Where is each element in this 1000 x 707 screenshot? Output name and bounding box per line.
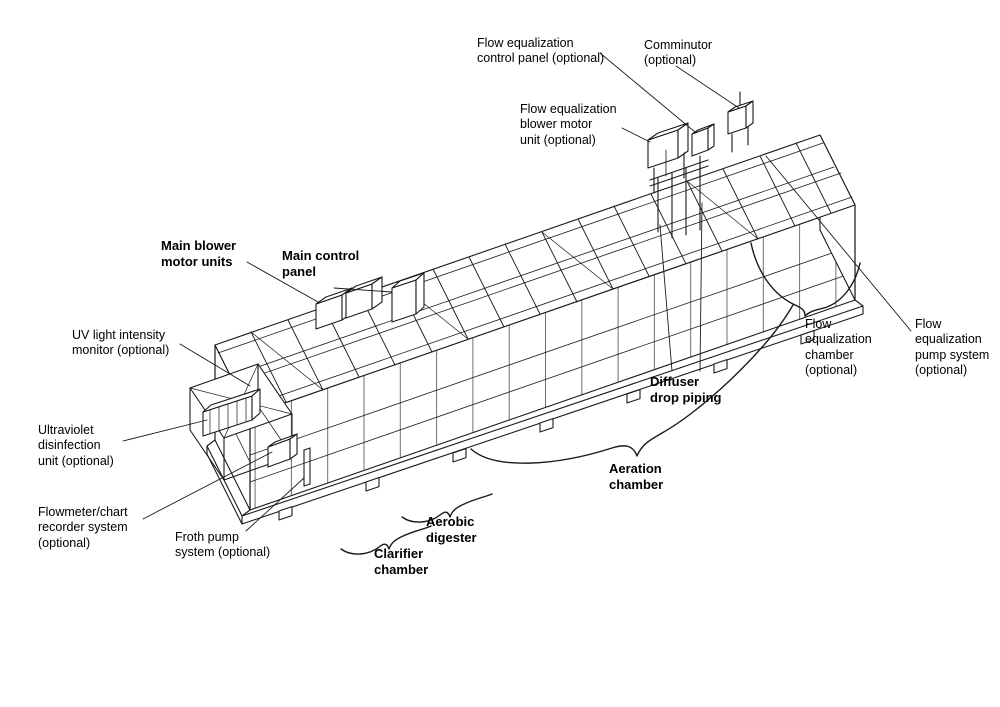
main-control-panel-box [392, 273, 424, 322]
label-clarifier-chamber: Clarifier chamber [374, 546, 429, 577]
label-uv-light-monitor: UV light intensity monitor (optional) [72, 328, 170, 358]
leader-lines [123, 53, 911, 531]
leader-flow-eq-pump [766, 156, 911, 331]
leader-diffuser-2 [700, 203, 702, 371]
label-uv-disinfection: Ultraviolet disinfection unit (optional) [38, 423, 114, 468]
leader-uv-disinfection [123, 420, 207, 441]
leader-flowmeter [143, 452, 272, 519]
flow-eq-blower-unit [648, 123, 688, 193]
leader-main-control-panel [334, 288, 392, 292]
tank-structure [207, 135, 863, 524]
label-aeration-chamber: Aeration chamber [609, 461, 664, 492]
uv-unit [203, 389, 260, 436]
leader-froth-pump [246, 478, 304, 531]
leader-main-blower [247, 262, 318, 302]
flowmeter-recorder-unit [268, 434, 297, 467]
base-skid [207, 300, 863, 524]
label-main-blower-units: Main blower motor units [161, 238, 237, 269]
main-blower-motor-units [316, 277, 382, 329]
chamber-braces [341, 243, 860, 554]
brace-aerobic-digester [402, 494, 492, 522]
leader-uv-monitor [180, 344, 250, 386]
comminutor-unit [728, 92, 753, 152]
label-froth-pump: Froth pump system (optional) [175, 530, 271, 560]
brace-aeration-chamber [471, 305, 793, 463]
label-comminutor: Comminutor (optional) [644, 38, 713, 68]
label-flowmeter-recorder: Flowmeter/chart recorder system (optiona… [38, 505, 128, 550]
label-flow-eq-pump: Flow equalization pump system (optional) [915, 317, 990, 377]
diffuser-drop-piping-assembly [650, 150, 708, 238]
leader-diffuser-1 [660, 225, 672, 371]
leader-flow-eq-blower [622, 128, 650, 142]
brace-clarifier-chamber [341, 526, 431, 554]
top-cross-members [251, 143, 831, 402]
leader-flow-eq-control-panel [600, 53, 695, 132]
label-flow-eq-blower: Flow equalization blower motor unit (opt… [520, 102, 617, 147]
label-main-control-panel: Main control panel [282, 248, 360, 279]
brace-flow-eq-chamber [751, 243, 860, 316]
label-flow-eq-control-panel: Flow equalization control panel (optiona… [477, 36, 605, 66]
froth-pump-pipe [304, 448, 310, 486]
leader-comminutor [676, 66, 739, 108]
label-diffuser-drop-piping: Diffuser drop piping [650, 374, 722, 405]
label-flow-eq-chamber: Flow equalization chamber (optional) [805, 317, 872, 377]
label-aerobic-digester: Aerobic digester [426, 514, 477, 545]
